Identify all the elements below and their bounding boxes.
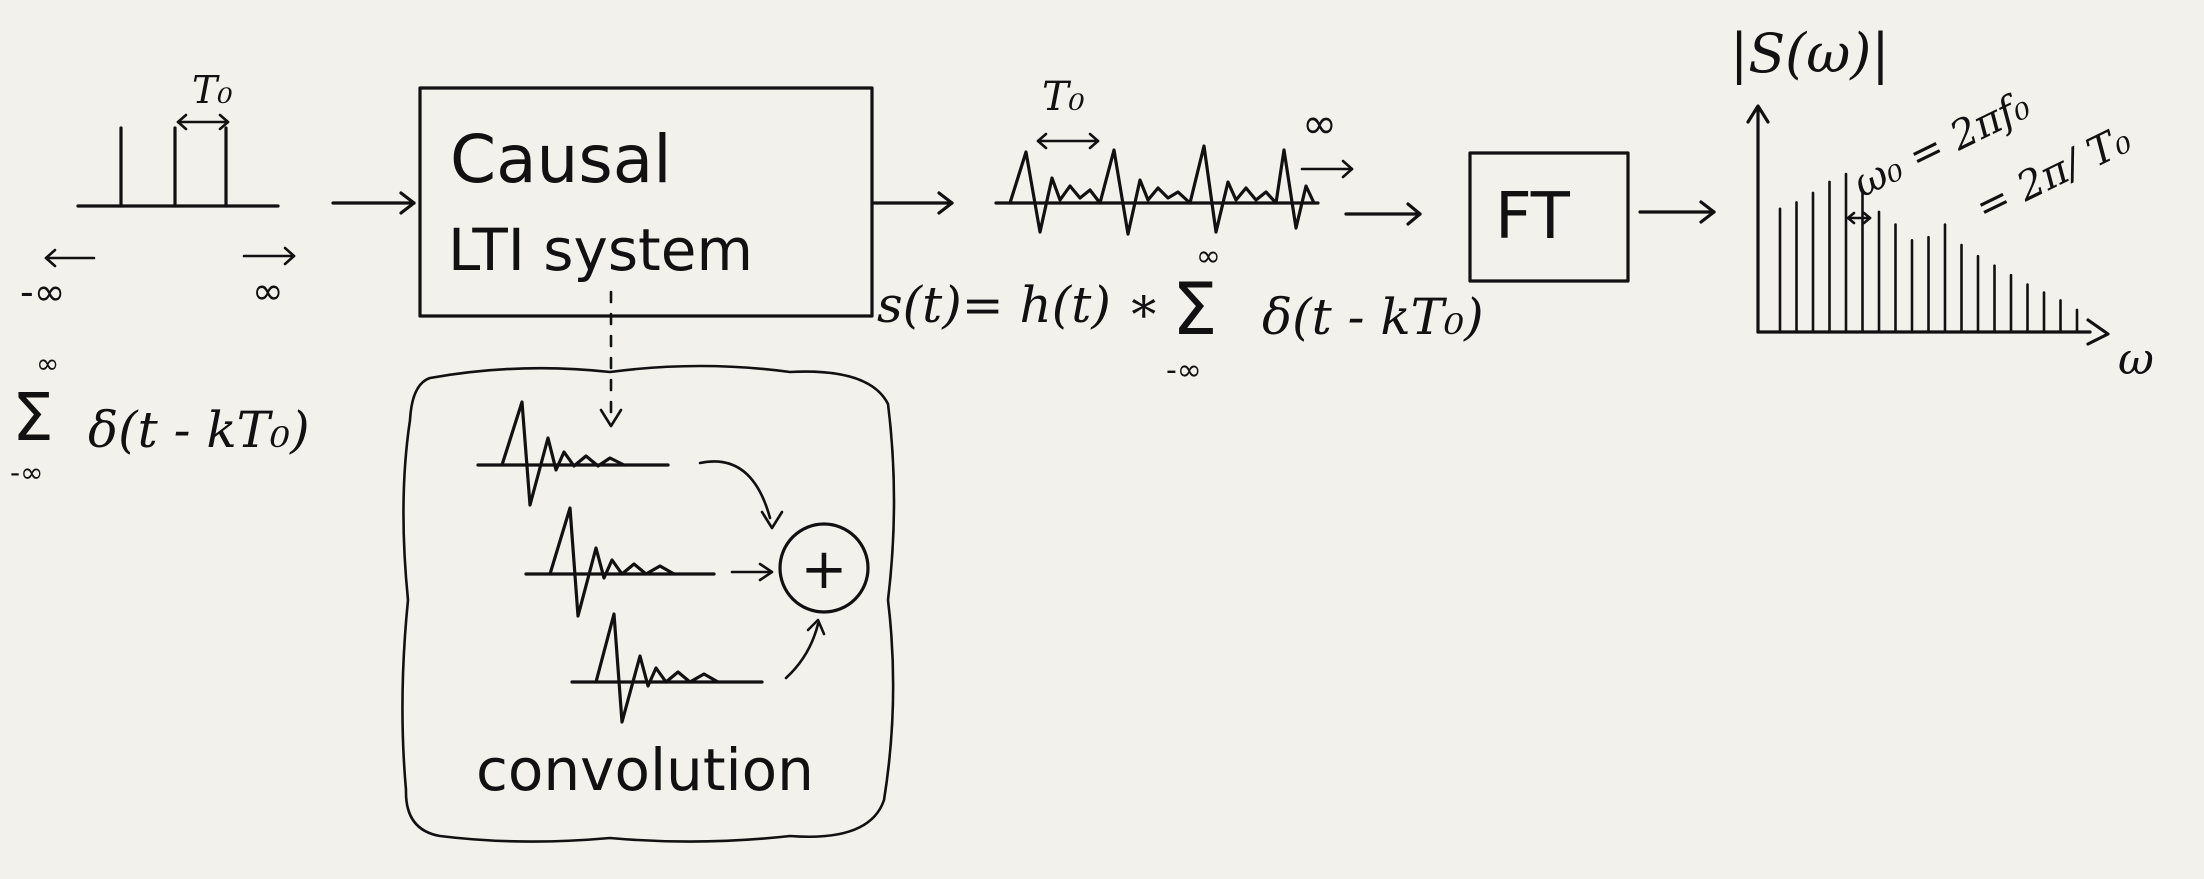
spectrum-x-arrowhead [2086,318,2110,346]
output-period-arrow [1036,132,1100,150]
ft-label: FT [1495,180,1571,254]
summing-plus: + [801,537,848,602]
sum-expression: δ(t - kT₀) [88,401,310,459]
sum-symbol: Σ [12,379,54,456]
system-label-line1: Causal [450,121,672,198]
summing-junction [778,522,870,614]
conv-arrow-2-head [758,562,774,582]
right-infinity: ∞ [252,269,284,313]
spectrum-lines [1778,172,2079,334]
ft-box-border [1468,151,1630,283]
eq-sum-lower: -∞ [1166,353,1202,388]
spectrum-plot: |S(ω)| ω ω₀ = 2πf₀ = 2π/ T₀ [1730,22,2154,385]
conv-waveform-1 [476,400,670,507]
system-label-line2: LTI system [448,216,753,284]
omega0-spacing-arrow [1846,211,1872,225]
arrow-from-system [870,191,954,215]
sum-upper-limit: ∞ [36,347,59,380]
conv-waveform-2 [524,506,716,618]
output-waveform [1008,144,1316,236]
spectrum-xlabel: ω [2118,334,2154,385]
convolution-cloud: + convolution [401,364,896,843]
spectrum-ylabel: |S(ω)| [1730,22,1890,85]
lti-system-box: Causal LTI system [418,86,874,318]
eq-sum-symbol: Σ [1172,267,1218,351]
period-arrow [176,113,230,131]
left-arrow [44,248,96,268]
period-label: T₀ [192,68,233,112]
equation-lhs: s(t)= h(t) ∗ [877,276,1161,334]
output-right-arrow [1300,159,1354,179]
arrow-to-system [331,191,416,215]
output-infinity: ∞ [1302,99,1337,148]
output-period-label: T₀ [1042,74,1085,120]
convolution-label: convolution [476,736,814,804]
conv-waveform-3 [570,612,764,724]
arrow-to-ft [1344,202,1422,226]
arrow-to-spectrum [1638,200,1716,224]
eq-sum-expression: δ(t - kT₀) [1262,288,1484,346]
conv-arrow-1 [698,460,772,520]
right-arrow [242,246,296,266]
conv-arrow-3 [784,622,820,680]
impulse-train: T₀ -∞ ∞ [20,68,296,314]
eq-sum-upper: ∞ [1196,239,1221,274]
sum-lower-limit: -∞ [10,456,43,489]
cloud-border [401,364,896,843]
output-equation: s(t)= h(t) ∗ ∞ Σ -∞ δ(t - kT₀) [877,239,1484,388]
spectrum-y-arrowhead [1746,104,1770,124]
conv-arrow-3-head [806,618,826,636]
conv-arrow-1-head [760,510,784,530]
dashed-link-arrowhead [599,408,623,428]
input-sum-formula: ∞ Σ -∞ δ(t - kT₀) [10,347,310,489]
ft-box: FT [1468,151,1630,283]
left-infinity: -∞ [20,270,65,314]
output-signal: T₀ ∞ [994,74,1354,236]
